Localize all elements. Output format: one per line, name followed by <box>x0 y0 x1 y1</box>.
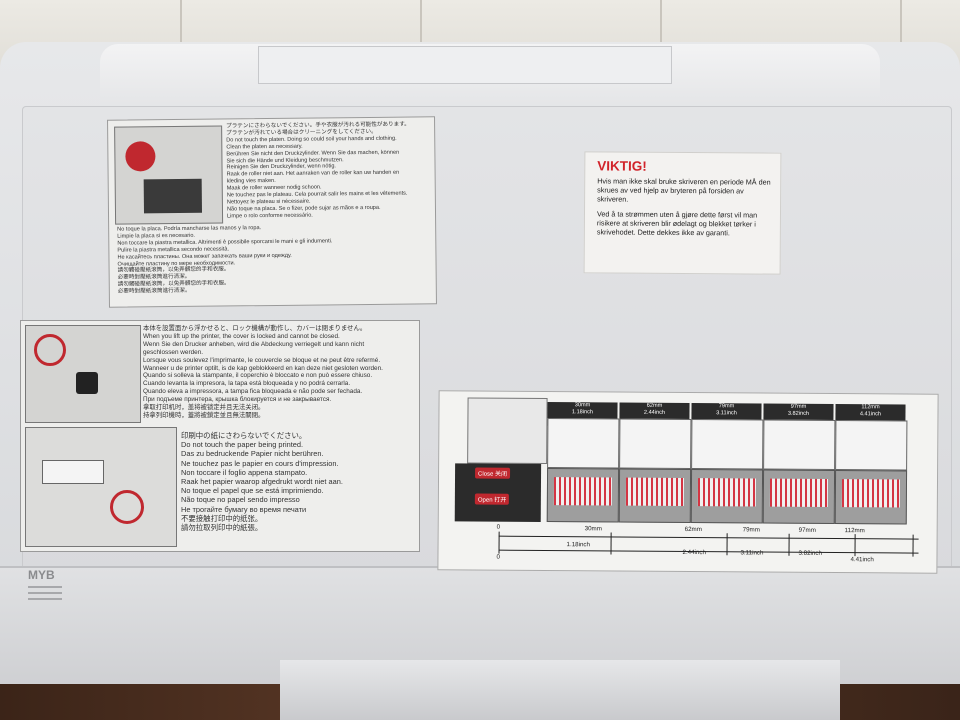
guide-pattern-30 <box>546 468 620 523</box>
open-label: Open 打开 <box>474 493 510 505</box>
guide-pattern-97 <box>762 469 836 525</box>
platen-warning-text-2: No toque la placa. Podría mancharse las … <box>117 225 333 295</box>
paper-width-guide-label: Close 关闭 Open 打开 30mm 1.18inch 62mm 2.44in… <box>437 390 939 574</box>
ruler-inch-382: 3.82inch <box>798 549 822 557</box>
lock-icon <box>76 372 98 394</box>
ruler-inch-118: 1.18inch <box>566 541 590 549</box>
ruler-inch-311: 3.11inch <box>740 549 764 557</box>
guide-pattern-112 <box>834 470 908 525</box>
roll-icon-97 <box>763 419 836 471</box>
ruler-mm-62: 62mm <box>684 525 702 534</box>
printer-top-panel <box>258 46 672 84</box>
platen-warning-text: プラテンにさわらないでください。手や衣服が汚れる可能性があります。 プラテンが汚… <box>226 121 410 220</box>
roll-icon-79 <box>691 419 764 470</box>
paper-sheet-icon <box>42 460 104 484</box>
brand-logo: MYB <box>28 568 70 608</box>
no-lift-icon <box>34 334 66 366</box>
platen-illustration <box>114 125 224 225</box>
ruler-mm-30: 30mm <box>584 525 602 533</box>
cover-lock-label: 本体を設置面から浮かせると、ロック機構が動作し、カバーは閉まりません。 When… <box>20 320 420 552</box>
paper-touch-text: 印刷中の紙にさわらないでください。 Do not touch the paper… <box>181 431 343 533</box>
roll-icon-62 <box>619 418 692 470</box>
no-touch-icon <box>125 141 156 172</box>
viktig-paragraph-2: Ved å ta strømmen uten å gjøre dette før… <box>596 209 758 238</box>
ruler-zero-mm: 0 <box>496 523 501 531</box>
viktig-notice: VIKTIG! Hvis man ikke skal bruke skriver… <box>583 151 782 275</box>
viktig-body: Hvis man ikke skal bruke skriveren en pe… <box>597 176 775 237</box>
printer-guide-icon <box>467 397 548 465</box>
paper-output-tray <box>280 660 840 720</box>
roll-icon-112 <box>835 420 908 471</box>
ruler-inch-441: 4.41inch <box>850 556 874 564</box>
platen-roller-icon <box>143 178 203 214</box>
guide-pattern-79 <box>690 469 764 524</box>
guide-lever-illustration: Close 关闭 Open 打开 <box>454 463 542 522</box>
ruler-mm-97: 97mm <box>798 526 816 534</box>
ruler-mm-112: 112mm <box>844 527 865 535</box>
roll-icon-30 <box>547 418 620 469</box>
paper-touch-illustration <box>25 427 177 547</box>
close-label: Close 关闭 <box>475 467 511 479</box>
ruler-mm-79: 79mm <box>742 526 760 534</box>
ruler-inch-244: 2.44inch <box>682 548 706 557</box>
viktig-title: VIKTIG! <box>597 158 647 174</box>
cover-lock-illustration <box>25 325 141 423</box>
ruler-zero-inch: 0 <box>496 553 500 561</box>
brand-logo-text: MYB <box>28 568 55 582</box>
platen-warning-label: プラテンにさわらないでください。手や衣服が汚れる可能性があります。 プラテンが汚… <box>107 116 437 308</box>
guide-pattern-62 <box>618 468 692 524</box>
no-touch-paper-icon <box>110 490 144 524</box>
cover-lock-text: 本体を設置面から浮かせると、ロック機構が動作し、カバーは閉まりません。 When… <box>143 325 383 419</box>
viktig-paragraph-1: Hvis man ikke skal bruke skriveren en pe… <box>597 176 771 204</box>
